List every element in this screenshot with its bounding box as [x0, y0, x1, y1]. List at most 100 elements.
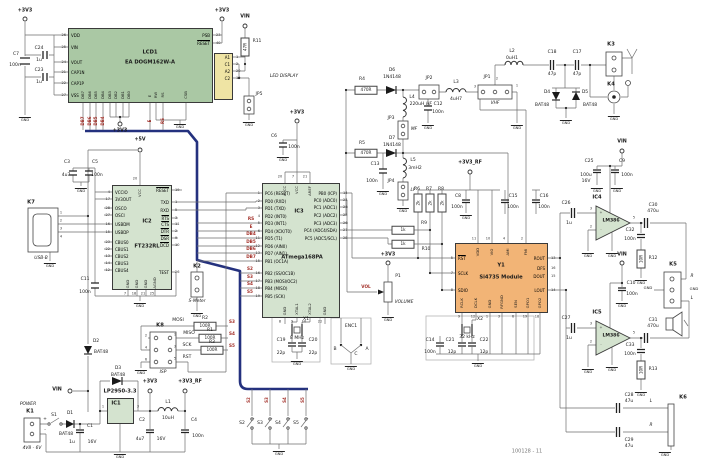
label: 100n [626, 291, 638, 297]
label: R1 [207, 327, 213, 333]
label: DB7 [80, 91, 86, 99]
label: 1u [566, 335, 572, 341]
label: 2 [59, 218, 63, 223]
label: VIN [617, 139, 627, 145]
label: SEN [513, 300, 519, 308]
label: 4u7 [61, 172, 71, 178]
label: VCC [294, 186, 300, 194]
label: DB5 [93, 91, 99, 99]
label: 100n [288, 144, 300, 150]
label: 21 [302, 174, 308, 179]
label: R3 [209, 339, 215, 345]
label: DB4 [100, 116, 105, 126]
label: XTAL1 [294, 303, 300, 315]
label: DB4 [246, 230, 256, 236]
label: 1k [391, 225, 415, 235]
label: X2 [477, 316, 483, 322]
label: 3 [173, 344, 177, 349]
label: RCLK [459, 298, 465, 308]
label: JP4 [387, 178, 395, 184]
label: C [354, 351, 358, 357]
label: GND [643, 285, 653, 291]
label: 2k [425, 193, 435, 213]
label: 100R [200, 345, 224, 355]
label: L2 [509, 48, 515, 54]
connectors-and-jumpers [23, 51, 682, 447]
label: + [599, 210, 603, 215]
label: C18 [547, 49, 557, 55]
label: C8 [454, 193, 462, 199]
label: +3V3 [17, 8, 33, 14]
ic3-part: ATmega168PA [281, 254, 323, 261]
label: R8 [438, 186, 444, 192]
label: D2 [92, 338, 100, 344]
label: GND [634, 280, 648, 285]
label: E [249, 223, 253, 229]
label: C29 [624, 437, 634, 443]
label: D3 [114, 365, 122, 371]
label: - [600, 342, 602, 347]
label: R6 [414, 186, 420, 192]
label: 3mH2 [408, 165, 422, 171]
label: 100n [507, 204, 519, 210]
label: 47u [624, 443, 634, 449]
label: S4 [275, 420, 281, 426]
label: +3V3 [112, 128, 128, 134]
label: L [690, 295, 694, 301]
label: 100n [621, 172, 633, 178]
label: HF [426, 101, 432, 107]
label: 100n [192, 433, 204, 439]
label: S5 [229, 342, 235, 348]
label: GND [396, 208, 410, 213]
label: VIN [617, 252, 627, 258]
label: RW [153, 91, 159, 99]
label: VOLUME [394, 299, 414, 305]
label: K5 [669, 261, 677, 268]
label: C28 [624, 392, 634, 398]
label: 16V [581, 178, 591, 184]
label: GND [590, 188, 604, 193]
label: C32 [625, 227, 635, 233]
label: S3 [264, 397, 269, 403]
label: S3 [247, 273, 253, 279]
label: S5 [247, 288, 253, 294]
label: ISP [159, 369, 167, 375]
label: 1u [36, 79, 42, 85]
ic1-ref: IC1 [111, 400, 121, 407]
label: S4 [229, 330, 235, 336]
wires [24, 22, 690, 453]
label: E [147, 94, 153, 98]
label: VHF [490, 100, 500, 106]
label: MISO [183, 330, 195, 336]
label: C1 [86, 423, 94, 429]
ic-lcd1 [68, 28, 213, 103]
label: K8 [156, 322, 164, 329]
label: 1u [69, 439, 75, 445]
label: DB2 [113, 91, 119, 99]
label: S2 [239, 420, 245, 426]
label: AMI [505, 248, 511, 256]
label: 1 [515, 83, 519, 88]
label: GND [276, 157, 290, 162]
label: D5 [581, 89, 589, 95]
label: S-Meter [188, 298, 206, 304]
label: S2 [246, 397, 251, 403]
label: 470R [354, 148, 378, 158]
label: C2 [138, 417, 146, 423]
label: GND [376, 191, 390, 196]
label: C27 [561, 315, 571, 321]
label: DB7 [80, 116, 85, 126]
label: GND [581, 253, 595, 258]
switches-and-encoder [47, 343, 363, 430]
label: 47p [547, 71, 557, 77]
label: GND [74, 188, 88, 193]
label: FMI [523, 248, 529, 256]
label: 20 [277, 174, 283, 179]
label: 16V [87, 439, 97, 445]
label: C22 [479, 337, 489, 343]
label: BAT48 [534, 102, 550, 108]
label: GND [113, 454, 127, 459]
label: AVCC [282, 185, 288, 197]
label: K1 [26, 408, 34, 415]
y1-part: Si4735 Module [479, 274, 523, 281]
